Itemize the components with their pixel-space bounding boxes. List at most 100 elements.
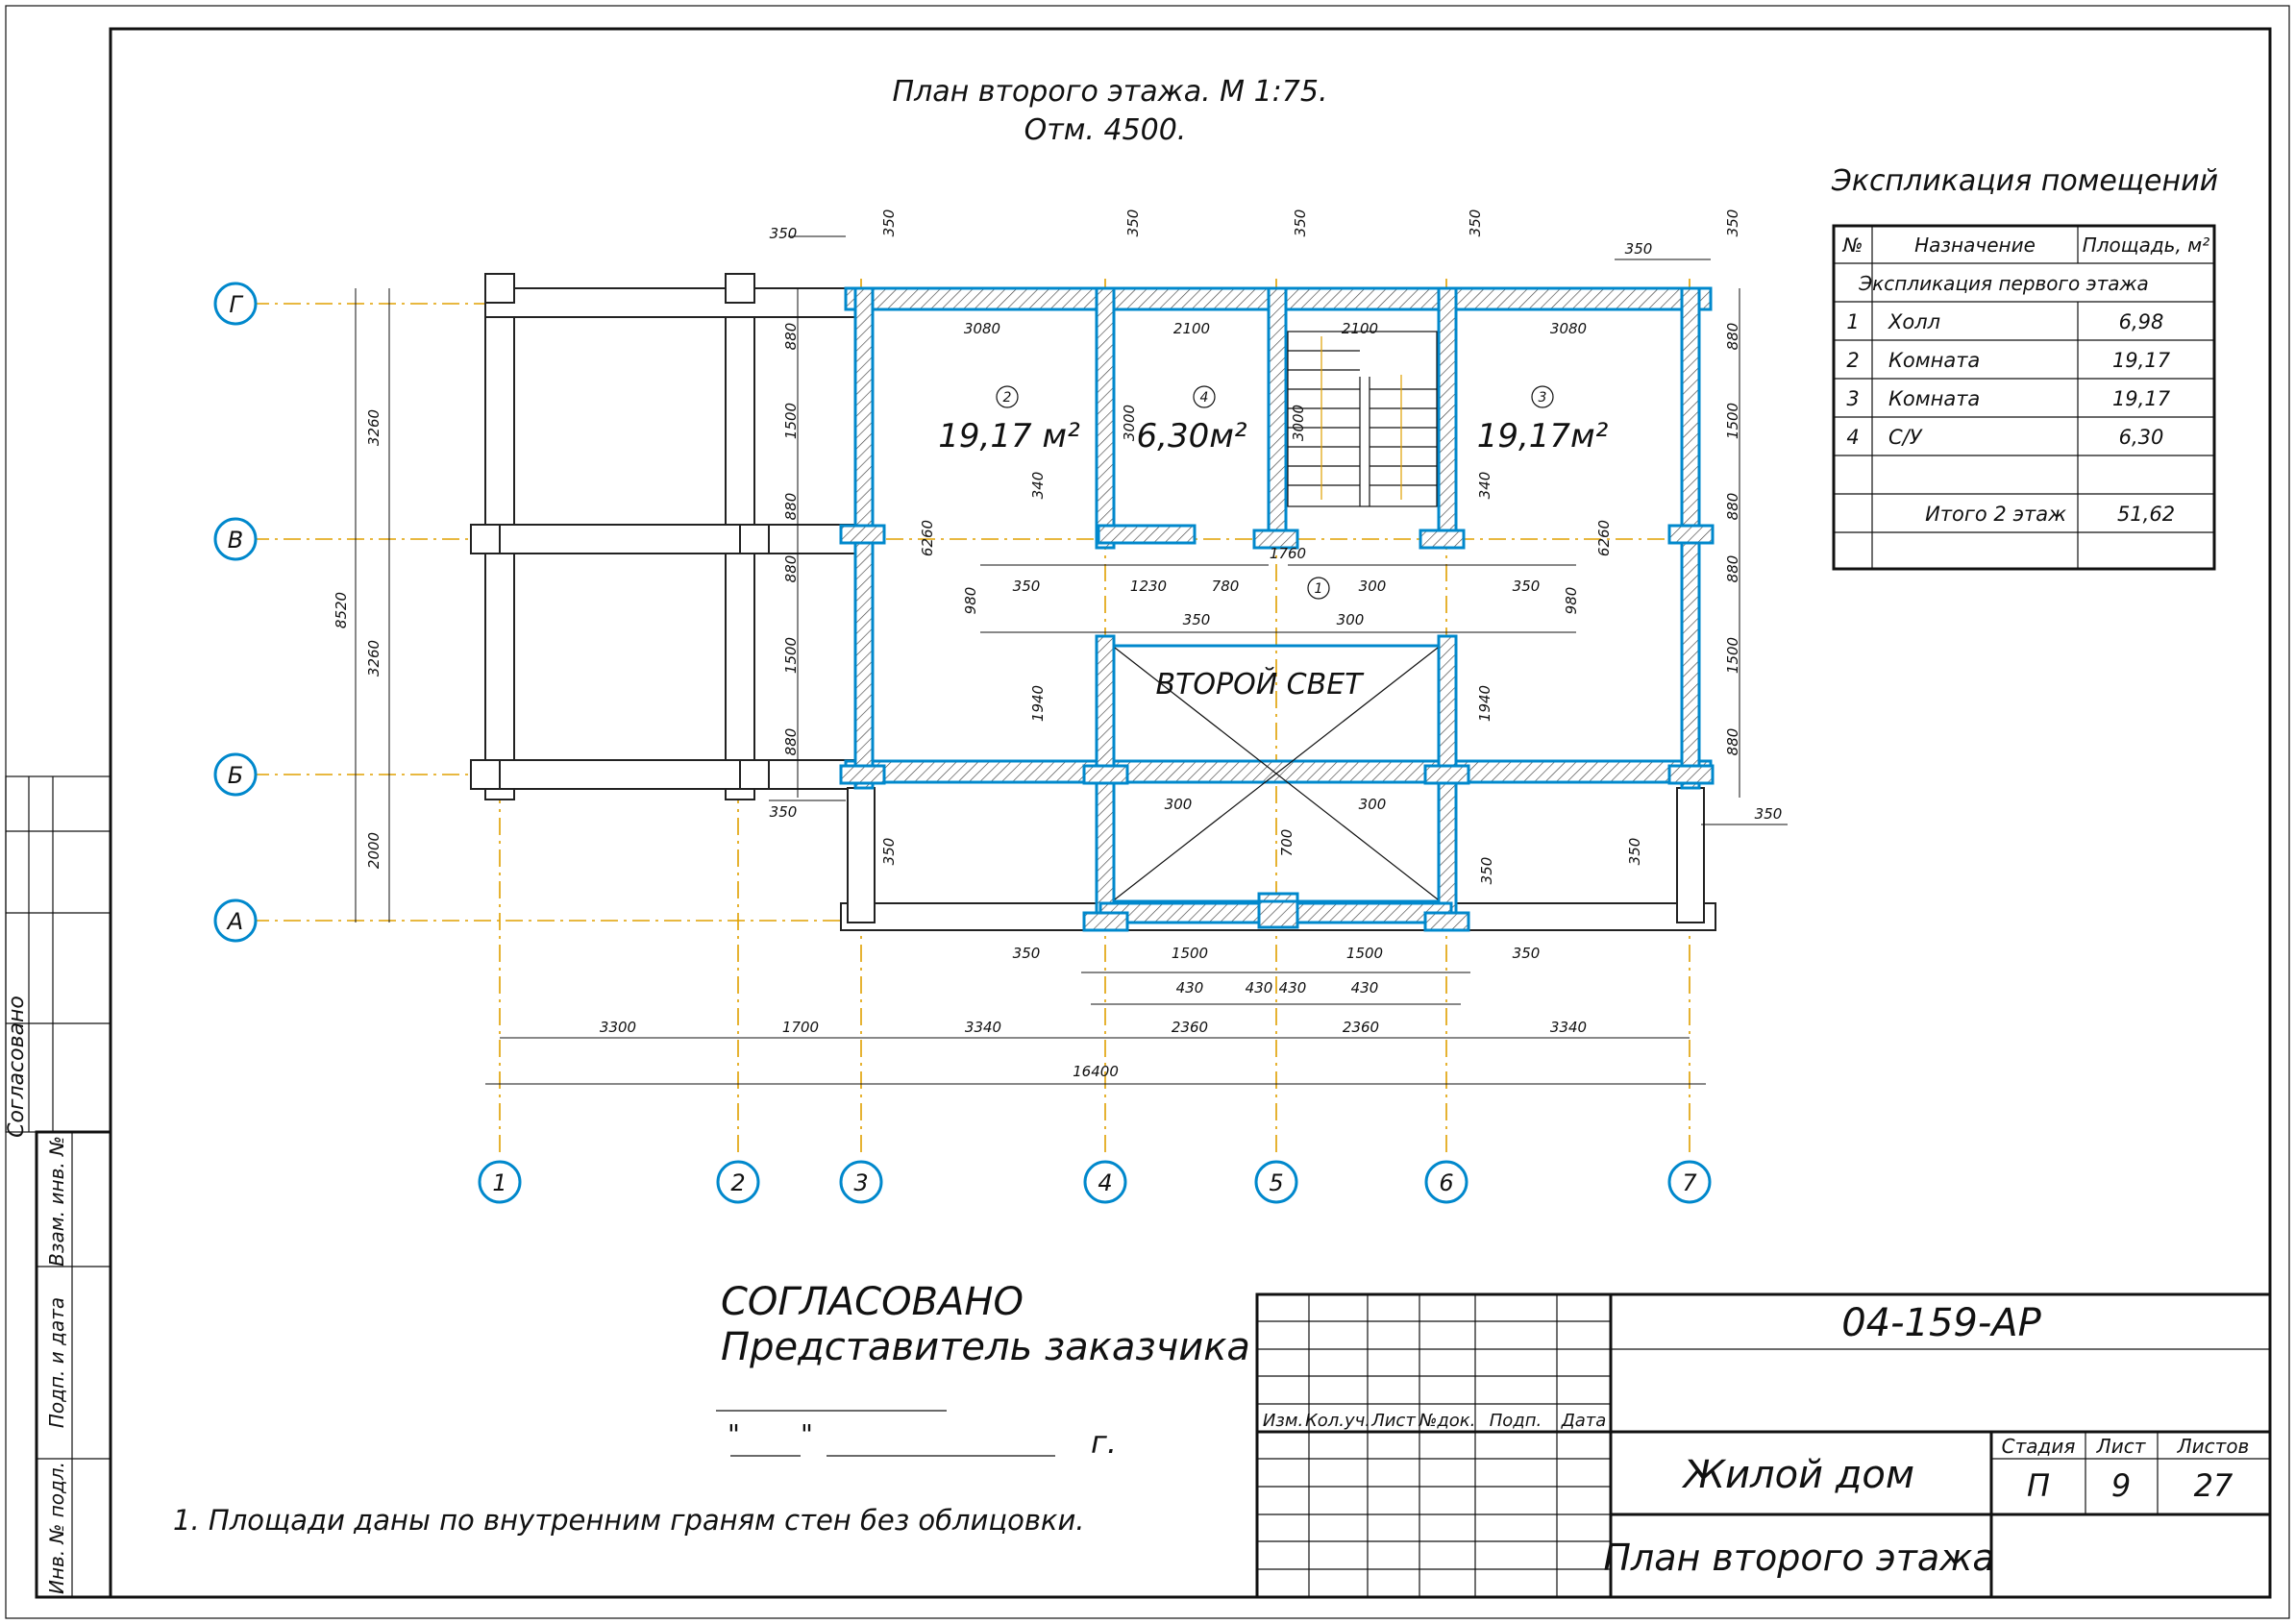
svg-text:3080: 3080 bbox=[964, 320, 1000, 337]
axis-label-7: 7 bbox=[1682, 1169, 1697, 1196]
svg-text:1760: 1760 bbox=[1270, 545, 1306, 562]
svg-text:880: 880 bbox=[782, 323, 800, 351]
svg-text:6260: 6260 bbox=[919, 520, 936, 556]
svg-text:880: 880 bbox=[782, 493, 800, 521]
svg-text:2360: 2360 bbox=[1343, 1019, 1379, 1036]
room1-number: 1 bbox=[1315, 581, 1323, 597]
side-stamp: Согласовано Взам. инв. № Подп. и дата Ин… bbox=[5, 775, 112, 1599]
tb-col-doc: №док. bbox=[1419, 1411, 1476, 1431]
svg-text:350: 350 bbox=[1724, 209, 1741, 237]
svg-text:6,98: 6,98 bbox=[2119, 310, 2164, 333]
svg-text:780: 780 bbox=[1212, 578, 1240, 595]
stage-label: Стадия bbox=[2002, 1435, 2076, 1458]
svg-text:3260: 3260 bbox=[365, 640, 382, 677]
svg-text:3260: 3260 bbox=[365, 409, 382, 446]
lower-floor-outline bbox=[470, 273, 1716, 931]
axis-label-1: 1 bbox=[492, 1169, 506, 1196]
svg-text:430: 430 bbox=[1246, 979, 1273, 997]
staircase bbox=[1287, 331, 1438, 507]
svg-text:Комната: Комната bbox=[1888, 349, 1980, 372]
svg-text:2360: 2360 bbox=[1172, 1019, 1208, 1036]
svg-text:350: 350 bbox=[1124, 209, 1142, 237]
title-block: Изм. Кол.уч. Лист №док. Подп. Дата 04-15… bbox=[1255, 1292, 2272, 1599]
explication-title: Экспликация помещений bbox=[1831, 164, 2218, 198]
axis-label-G: Г bbox=[229, 291, 243, 318]
svg-text:880: 880 bbox=[1724, 493, 1741, 521]
svg-text:3340: 3340 bbox=[965, 1019, 1001, 1036]
svg-text:1940: 1940 bbox=[1476, 685, 1493, 722]
svg-text:3: 3 bbox=[1846, 387, 1859, 410]
svg-text:980: 980 bbox=[962, 587, 979, 615]
svg-text:350: 350 bbox=[1478, 857, 1495, 885]
explication-table: Экспликация помещений № Назначение Площа… bbox=[1831, 164, 2218, 571]
document-code: 04-159-АР bbox=[1841, 1301, 2041, 1345]
room2-number: 2 bbox=[1003, 390, 1012, 406]
svg-text:1500: 1500 bbox=[782, 403, 800, 439]
table-row: 3 Комната 19,17 bbox=[1846, 387, 2170, 410]
room2-area: 19,17 м² bbox=[938, 417, 1080, 455]
stamp-podp: Подп. и дата bbox=[45, 1297, 68, 1428]
svg-text:430: 430 bbox=[1351, 979, 1379, 997]
svg-text:3300: 3300 bbox=[600, 1019, 636, 1036]
svg-text:880: 880 bbox=[782, 728, 800, 756]
svg-text:700: 700 bbox=[1278, 829, 1296, 857]
svg-text:300: 300 bbox=[1359, 578, 1387, 595]
room4-number: 4 bbox=[1200, 390, 1209, 406]
drawing-note: 1. Площади даны по внутренним граням сте… bbox=[173, 1504, 1085, 1537]
tb-col-izm: Изм. bbox=[1263, 1411, 1303, 1431]
svg-text:1500: 1500 bbox=[1346, 945, 1383, 962]
svg-text:350: 350 bbox=[1513, 945, 1541, 962]
room3-area: 19,17м² bbox=[1477, 417, 1609, 455]
svg-text:1: 1 bbox=[1846, 310, 1859, 333]
stamp-vzam: Взам. инв. № bbox=[45, 1136, 68, 1267]
svg-text:1500: 1500 bbox=[1172, 945, 1208, 962]
svg-text:1500: 1500 bbox=[1724, 637, 1741, 674]
stamp-inv: Инв. № подл. bbox=[45, 1462, 68, 1594]
explication-header-name: Назначение bbox=[1914, 234, 2036, 257]
stamp-agreed: Согласовано bbox=[5, 996, 29, 1138]
svg-text:350: 350 bbox=[880, 209, 898, 237]
sheets-label: Листов bbox=[2177, 1435, 2250, 1458]
explication-header-num: № bbox=[1842, 234, 1863, 257]
void-label: ВТОРОЙ СВЕТ bbox=[1155, 667, 1365, 701]
svg-text:1500: 1500 bbox=[782, 637, 800, 674]
svg-text:3000: 3000 bbox=[1121, 405, 1138, 441]
svg-text:1230: 1230 bbox=[1130, 578, 1167, 595]
approval-quote-close: " bbox=[801, 1418, 813, 1450]
svg-text:1940: 1940 bbox=[1029, 685, 1047, 722]
plan-elevation: Отм. 4500. bbox=[1024, 113, 1187, 147]
approval-year: г. bbox=[1091, 1424, 1117, 1461]
second-light-void: ВТОРОЙ СВЕТ bbox=[1114, 647, 1439, 900]
axis-label-V: В bbox=[228, 527, 243, 554]
svg-text:350: 350 bbox=[880, 838, 898, 866]
room4-area: 6,30м² bbox=[1137, 417, 1247, 455]
svg-text:4: 4 bbox=[1846, 426, 1859, 449]
svg-text:300: 300 bbox=[1359, 796, 1387, 813]
svg-text:6,30: 6,30 bbox=[2119, 426, 2164, 449]
stage-value: П bbox=[2027, 1467, 2050, 1504]
explication-total-label: Итого 2 этаж bbox=[1925, 503, 2066, 526]
svg-text:350: 350 bbox=[1467, 209, 1484, 237]
table-row: 1 Холл 6,98 bbox=[1846, 310, 2163, 333]
tb-col-kol: Кол.уч. bbox=[1305, 1411, 1370, 1431]
sheet-label: Лист bbox=[2096, 1435, 2147, 1458]
room-labels: 2 19,17 м² 4 6,30м² 3 19,17м² 1 bbox=[938, 385, 1609, 600]
svg-text:340: 340 bbox=[1476, 472, 1493, 500]
axis-label-6: 6 bbox=[1439, 1169, 1453, 1196]
svg-text:3080: 3080 bbox=[1550, 320, 1587, 337]
svg-text:880: 880 bbox=[1724, 728, 1741, 756]
svg-text:430: 430 bbox=[1279, 979, 1307, 997]
explication-header-area: Площадь, м² bbox=[2083, 234, 2210, 257]
svg-text:350: 350 bbox=[1513, 578, 1541, 595]
svg-text:19,17: 19,17 bbox=[2112, 349, 2171, 372]
axis-label-5: 5 bbox=[1269, 1169, 1283, 1196]
axis-label-3: 3 bbox=[853, 1169, 868, 1196]
svg-text:880: 880 bbox=[1724, 323, 1741, 351]
svg-text:Холл: Холл bbox=[1888, 310, 1940, 333]
tb-col-list: Лист bbox=[1370, 1411, 1416, 1431]
svg-text:430: 430 bbox=[1176, 979, 1204, 997]
svg-text:С/У: С/У bbox=[1888, 426, 1923, 449]
plan-title: План второго этажа. М 1:75. bbox=[893, 75, 1328, 109]
svg-text:8520: 8520 bbox=[333, 592, 350, 628]
axis-label-4: 4 bbox=[1098, 1169, 1112, 1196]
